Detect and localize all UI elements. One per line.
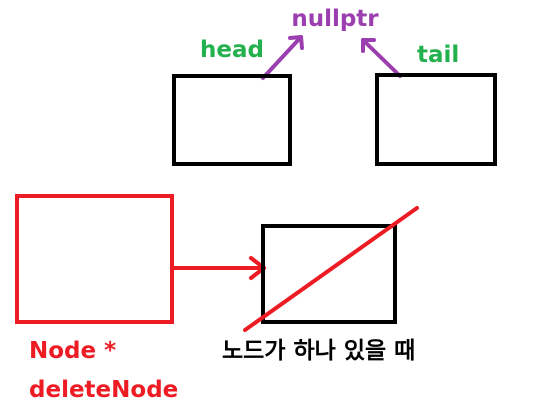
caption-label: 노드가 하나 있을 때 bbox=[222, 338, 415, 364]
delete-node-arrow bbox=[170, 256, 266, 280]
node-pointer-label-line1: Node * bbox=[29, 338, 116, 364]
delete-node-pointer-box bbox=[15, 194, 174, 324]
nullptr-label: nullptr bbox=[291, 6, 379, 32]
head-label: head bbox=[200, 37, 264, 63]
tail-to-nullptr-arrow bbox=[361, 38, 402, 78]
node-pointer-label-line2: deleteNode bbox=[29, 377, 178, 403]
head-node-box bbox=[172, 74, 292, 166]
cross-out-line bbox=[243, 206, 419, 332]
tail-label: tail bbox=[417, 42, 459, 68]
head-to-nullptr-arrow bbox=[261, 35, 304, 80]
single-node-box bbox=[261, 224, 397, 324]
tail-node-box bbox=[375, 73, 497, 166]
